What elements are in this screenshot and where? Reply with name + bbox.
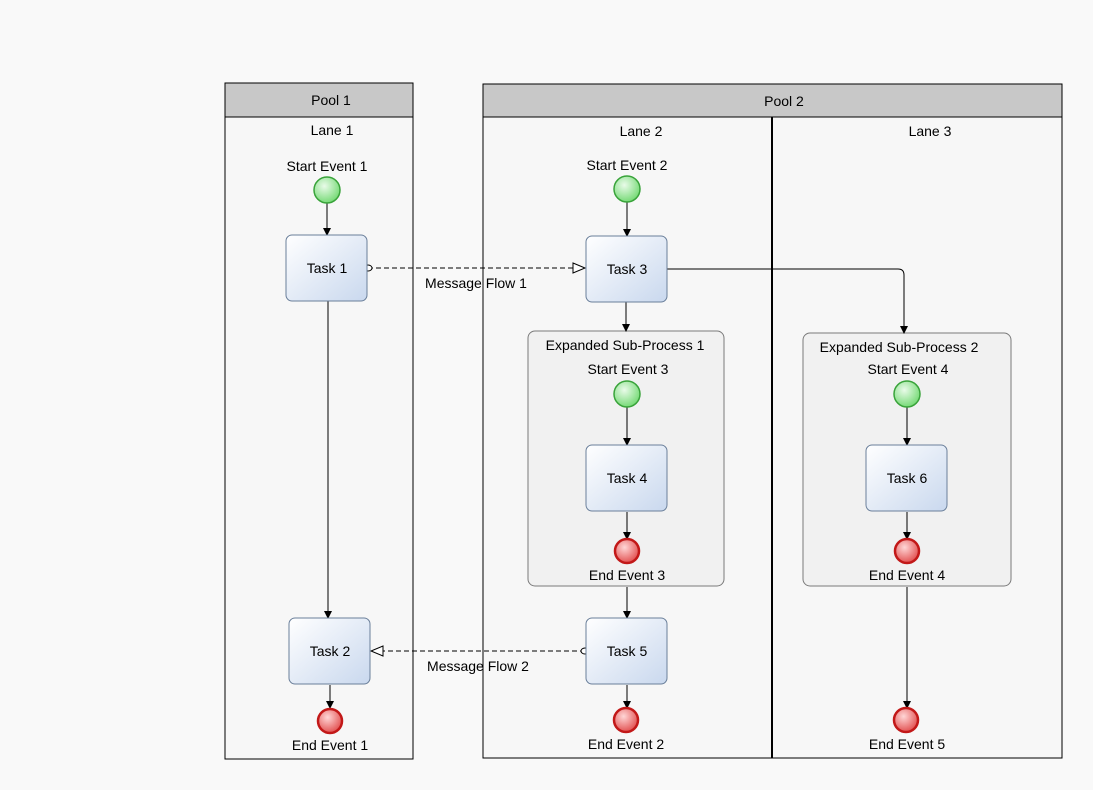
- lane-1-label: Lane 1: [311, 122, 354, 138]
- start-event-2-icon: [613, 175, 641, 203]
- task-6[interactable]: Task 6: [865, 444, 948, 512]
- task-2-box: [288, 617, 371, 685]
- pool-1-header: [224, 82, 414, 118]
- task-2[interactable]: Task 2: [288, 617, 371, 685]
- pool-1-title: Pool 1: [311, 92, 351, 108]
- task-2-label: Task 2: [310, 643, 351, 659]
- start-event-4-label: Start Event 4: [868, 361, 949, 377]
- task-3-box: [585, 235, 668, 303]
- task-1[interactable]: Task 1: [285, 234, 368, 302]
- start-event-3-icon: [613, 380, 641, 408]
- end-event-2-label: End Event 2: [588, 736, 664, 752]
- task-4-label: Task 4: [607, 470, 648, 486]
- task-3-label: Task 3: [607, 261, 648, 277]
- end-event-4-icon: [893, 537, 921, 565]
- flow-t3-sp2: [667, 268, 908, 334]
- lane-2-label: Lane 2: [620, 123, 663, 139]
- start-event-2[interactable]: Start Event 2: [587, 157, 668, 203]
- end-event-2-icon: [612, 706, 640, 734]
- start-event-1-label: Start Event 1: [287, 158, 368, 174]
- task-4-box: [585, 444, 668, 512]
- task-6-box: [865, 444, 948, 512]
- end-event-3[interactable]: End Event 3: [589, 537, 665, 583]
- start-event-4[interactable]: Start Event 4: [868, 361, 949, 408]
- end-event-1-label: End Event 1: [292, 737, 368, 753]
- pool-2-header: [482, 83, 1063, 118]
- message-flow-1[interactable]: Message Flow 1: [368, 268, 585, 291]
- end-event-3-icon: [613, 537, 641, 565]
- end-event-1-icon: [316, 707, 344, 735]
- start-event-3[interactable]: Start Event 3: [588, 361, 669, 408]
- subprocess-2-label: Expanded Sub-Process 2: [820, 339, 979, 355]
- end-event-3-label: End Event 3: [589, 567, 665, 583]
- task-5-label: Task 5: [607, 643, 648, 659]
- end-event-4[interactable]: End Event 4: [869, 537, 945, 583]
- start-event-1-icon: [313, 176, 341, 204]
- end-event-2[interactable]: End Event 2: [588, 706, 664, 752]
- message-flow-2[interactable]: Message Flow 2: [371, 651, 585, 674]
- message-flow-1-label: Message Flow 1: [425, 275, 527, 291]
- start-event-3-label: Start Event 3: [588, 361, 669, 377]
- start-event-4-icon: [893, 380, 921, 408]
- message-flow-2-label: Message Flow 2: [427, 658, 529, 674]
- sequence-flows: [323, 202, 911, 709]
- start-event-2-label: Start Event 2: [587, 157, 668, 173]
- task-3[interactable]: Task 3: [585, 235, 668, 303]
- task-5-box: [585, 617, 668, 685]
- subprocess-1-label: Expanded Sub-Process 1: [546, 337, 705, 353]
- end-event-4-label: End Event 4: [869, 567, 945, 583]
- pool-2-title: Pool 2: [764, 93, 804, 109]
- end-event-5[interactable]: End Event 5: [869, 706, 945, 752]
- end-event-5-icon: [892, 706, 920, 734]
- end-event-5-label: End Event 5: [869, 736, 945, 752]
- task-1-label: Task 1: [307, 260, 348, 276]
- task-1-box: [285, 234, 368, 302]
- task-5[interactable]: Task 5: [585, 617, 668, 685]
- task-4[interactable]: Task 4: [585, 444, 668, 512]
- end-event-1[interactable]: End Event 1: [292, 707, 368, 753]
- task-6-label: Task 6: [887, 470, 928, 486]
- start-event-1[interactable]: Start Event 1: [287, 158, 368, 204]
- lane-3-label: Lane 3: [909, 123, 952, 139]
